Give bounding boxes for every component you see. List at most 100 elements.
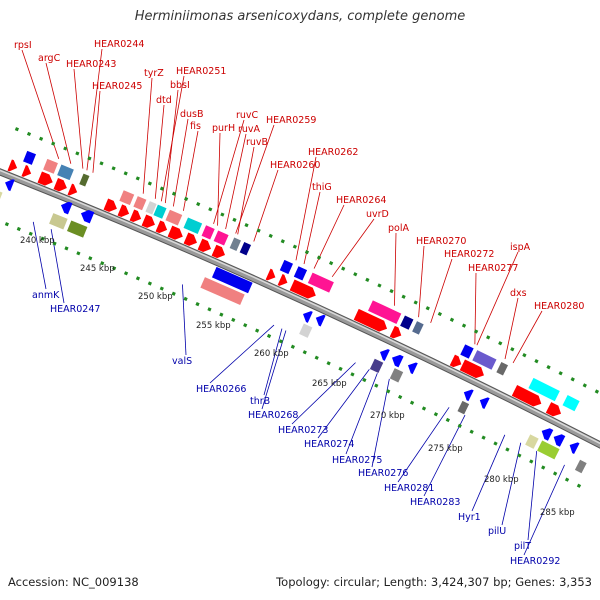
gene-label-hear0264: HEAR0264 bbox=[336, 195, 386, 206]
feature-block bbox=[22, 150, 37, 166]
feature-block bbox=[369, 357, 385, 374]
forward-cds-arrow bbox=[545, 402, 562, 417]
guide-line bbox=[504, 297, 519, 360]
inner-tick bbox=[374, 383, 379, 388]
gene-label-hear0244: HEAR0244 bbox=[94, 39, 144, 50]
gene-label-hear0268: HEAR0268 bbox=[248, 410, 298, 421]
guide-line bbox=[92, 90, 101, 173]
forward-cds-arrow bbox=[459, 359, 484, 379]
inner-tick bbox=[123, 271, 129, 276]
guide-line bbox=[73, 68, 84, 169]
gene-label-argc: argC bbox=[38, 53, 61, 64]
scale-label: 240 kbp bbox=[20, 236, 55, 246]
outer-tick bbox=[111, 166, 116, 171]
feature-block bbox=[399, 314, 415, 331]
guide-line bbox=[172, 118, 189, 207]
guide-line bbox=[345, 372, 378, 455]
outer-tick bbox=[14, 127, 19, 132]
feature-block bbox=[536, 439, 561, 461]
gene-label-hear0266: HEAR0266 bbox=[196, 384, 246, 395]
gene-label-dusb: dusB bbox=[180, 109, 204, 120]
gene-label-hear0273: HEAR0273 bbox=[278, 425, 328, 436]
inner-tick bbox=[135, 276, 141, 281]
reverse-cds-arrow bbox=[569, 442, 580, 455]
inner-tick bbox=[541, 465, 546, 470]
guide-line bbox=[237, 146, 255, 235]
feature-block bbox=[471, 349, 498, 371]
forward-cds-arrow bbox=[277, 274, 288, 286]
reverse-cds-arrow bbox=[5, 179, 15, 192]
scale-label: 255 kbp bbox=[196, 321, 231, 331]
guide-line bbox=[371, 378, 390, 468]
forward-cds-arrow bbox=[103, 198, 117, 212]
outer-tick bbox=[316, 255, 322, 260]
gene-label-anmk: anmK bbox=[32, 290, 60, 301]
scale-label: 245 kbp bbox=[80, 264, 115, 274]
guide-line bbox=[291, 362, 356, 425]
inner-tick bbox=[338, 366, 343, 371]
outer-tick bbox=[292, 244, 297, 249]
gene-label-rpsi: rpsI bbox=[14, 40, 32, 51]
forward-cds-arrow bbox=[211, 244, 226, 259]
forward-cds-arrow bbox=[141, 214, 155, 228]
gene-label-hear0274: HEAR0274 bbox=[304, 439, 354, 450]
guide-line bbox=[21, 49, 60, 159]
outer-tick bbox=[99, 161, 104, 166]
guide-line bbox=[213, 119, 245, 224]
inner-tick bbox=[28, 231, 33, 236]
guide-line bbox=[331, 218, 375, 278]
gene-label-dxs: dxs bbox=[510, 288, 527, 299]
gene-label-hear0283: HEAR0283 bbox=[410, 497, 460, 508]
inner-tick bbox=[469, 429, 474, 434]
guide-line bbox=[164, 89, 179, 204]
forward-cds-arrow bbox=[155, 220, 168, 234]
gene-label-hear0247: HEAR0247 bbox=[50, 304, 100, 315]
outer-tick bbox=[594, 389, 600, 394]
inner-tick bbox=[76, 251, 81, 256]
feature-block bbox=[0, 189, 4, 205]
guide-line bbox=[225, 133, 247, 230]
inner-tick bbox=[183, 296, 188, 302]
feature-blocks bbox=[0, 150, 588, 475]
reverse-cds-arrow bbox=[315, 314, 326, 327]
forward-cds-arrow bbox=[389, 325, 402, 339]
feature-block bbox=[389, 367, 404, 384]
gene-label-thig: thiG bbox=[312, 182, 332, 193]
feature-block bbox=[66, 219, 89, 239]
gene-label-pilu: pilU bbox=[488, 526, 506, 537]
forward-cds-arrow bbox=[353, 308, 388, 332]
inner-tick bbox=[52, 241, 57, 246]
feature-block bbox=[212, 229, 230, 247]
feature-block bbox=[561, 394, 581, 413]
tick-dots bbox=[4, 127, 600, 488]
gene-label-dtd: dtd bbox=[156, 95, 172, 106]
feature-block bbox=[199, 276, 246, 306]
guide-line bbox=[86, 48, 103, 171]
gene-label-pilt: pilT bbox=[514, 541, 531, 552]
feature-block bbox=[144, 200, 158, 216]
outer-tick bbox=[401, 294, 406, 299]
outer-tick bbox=[280, 239, 285, 244]
outer-tick bbox=[159, 186, 165, 191]
guide-line bbox=[501, 442, 522, 526]
forward-cds-arrow bbox=[67, 183, 78, 196]
feature-block bbox=[48, 212, 69, 231]
outer-tick bbox=[39, 136, 44, 141]
guide-line bbox=[418, 245, 425, 318]
outer-tick bbox=[220, 212, 225, 217]
outer-tick bbox=[534, 359, 539, 364]
outer-tick bbox=[461, 323, 467, 328]
outer-tick bbox=[377, 283, 382, 288]
guide-line bbox=[50, 229, 65, 304]
inner-tick bbox=[552, 471, 558, 476]
guide-line bbox=[523, 464, 565, 556]
reverse-cds-arrow bbox=[392, 354, 404, 368]
inner-tick bbox=[195, 302, 200, 307]
inner-tick bbox=[481, 435, 486, 440]
gene-label-hear0251: HEAR0251 bbox=[176, 66, 226, 77]
inner-tick bbox=[16, 226, 21, 232]
guide-line bbox=[217, 132, 221, 226]
feature-block bbox=[164, 208, 184, 227]
inner-tick bbox=[529, 459, 534, 464]
forward-cds-arrow bbox=[511, 385, 542, 407]
